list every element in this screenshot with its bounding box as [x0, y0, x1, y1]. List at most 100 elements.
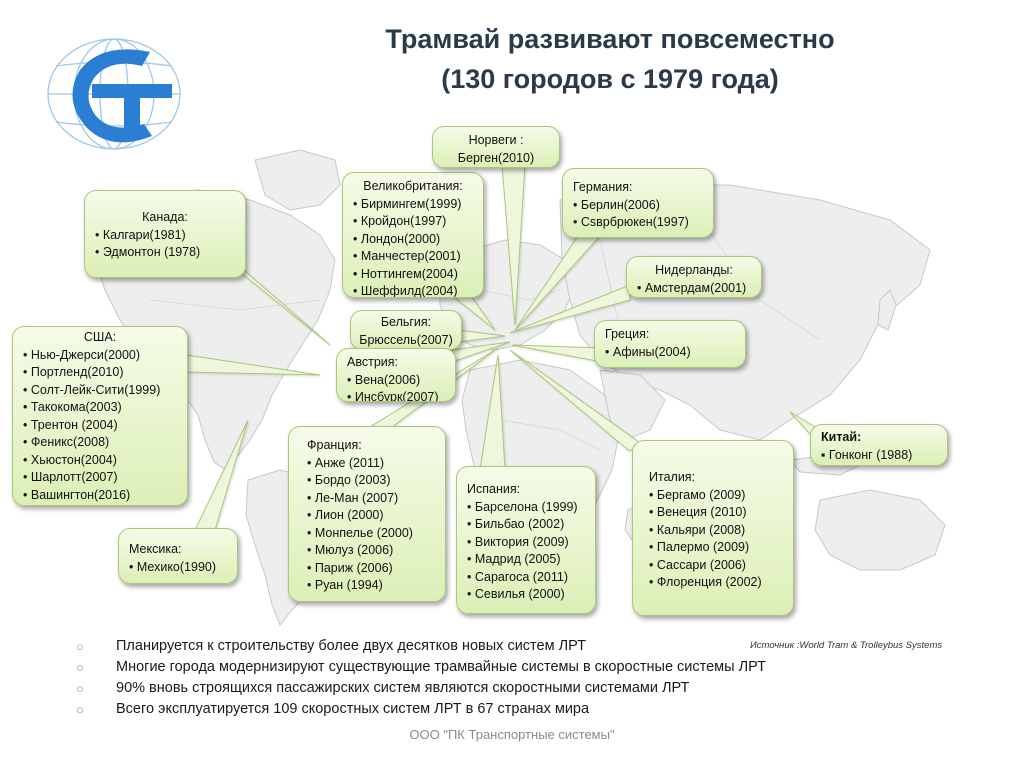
- callout-header: Мексика:: [129, 542, 182, 556]
- company-logo: [47, 38, 181, 150]
- list-item: Анже (2011): [307, 455, 435, 473]
- list-item: Кальяри (2008): [649, 522, 783, 540]
- callout-header: Китай:: [821, 430, 862, 444]
- callout-greece: Греция: Афины(2004): [594, 320, 746, 368]
- callout-header: Греция:: [605, 327, 650, 341]
- list-item: Гонконг (1988): [821, 447, 937, 465]
- list-item: Палермо (2009): [649, 539, 783, 557]
- list-item: Кройдон(1997): [353, 213, 473, 231]
- list-item: Монпелье (2000): [307, 525, 435, 543]
- list-item: Вашингтон(2016): [23, 487, 177, 505]
- bullet-circle-icon: ○: [76, 660, 84, 675]
- list-item: Ле-Ман (2007): [307, 490, 435, 508]
- callout-belgium: Бельгия: Брюссель(2007): [350, 310, 462, 350]
- list-item: Мадрид (2005): [467, 551, 585, 569]
- callout-header: Франция:: [307, 438, 362, 452]
- leader-greece: [511, 344, 603, 363]
- callout-mexico: Мексика: Мехико(1990): [118, 528, 238, 584]
- list-item: Нью-Джерси(2000): [23, 347, 177, 365]
- list-item: Мехико(1990): [129, 559, 227, 577]
- list-item: Сассари (2006): [649, 557, 783, 575]
- callout-header: Великобритания:: [363, 179, 463, 193]
- list-item: Феникс(2008): [23, 434, 177, 452]
- callout-header: США:: [83, 330, 117, 344]
- list-item: Барселона (1999): [467, 499, 585, 517]
- callout-header: Норвеги :: [468, 133, 524, 147]
- callout-header: Испания:: [467, 482, 521, 496]
- leader-lines: [185, 164, 821, 531]
- callout-usa: США: Нью-Джерси(2000) Портленд(2010) Сол…: [12, 326, 188, 506]
- list-item: Лион (2000): [307, 507, 435, 525]
- logo-t-shape: [92, 84, 172, 140]
- list-item: Лондон(2000): [353, 231, 473, 249]
- arabia-shape: [599, 369, 666, 441]
- title-line-1: Трамвай развивают повсеместно: [385, 24, 835, 54]
- list-item: Вена(2006): [347, 372, 445, 390]
- callout-austria: Австрия: Вена(2006) Инсбурк(2007): [336, 348, 456, 402]
- list-item: Шарлотт(2007): [23, 469, 177, 487]
- list-item: Такокома(2003): [23, 399, 177, 417]
- footer-company: ООО "ПК Транспортные системы": [409, 727, 615, 742]
- callout-germany: Германия: Берлин(2006) Сsврбрюкен(1997): [562, 168, 714, 238]
- logo-c-shape: [72, 49, 152, 143]
- list-item: Венеция (2010): [649, 504, 783, 522]
- title-line-2: (130 городов с 1979 года): [441, 64, 779, 94]
- japan-shape: [877, 289, 897, 331]
- bullet-circle-icon: ○: [76, 681, 84, 696]
- list-item: Калгари(1981): [95, 227, 235, 245]
- list-item: Мюлуз (2006): [307, 542, 435, 560]
- list-item: Берлин(2006): [573, 197, 703, 215]
- greenland-shape: [254, 149, 341, 211]
- bullet-text: 90% вновь строящихся пассажирских систем…: [116, 680, 690, 696]
- source-note: Источник :World Tram & Trolleybus System…: [750, 640, 943, 651]
- list-item: Амстердам(2001): [637, 280, 751, 298]
- list-item: Портленд(2010): [23, 364, 177, 382]
- callout-netherlands: Нидерланды: Амстердам(2001): [626, 256, 762, 298]
- callout-item: Брюссель(2007): [359, 332, 453, 347]
- callout-china: Китай: Гонконг (1988): [810, 424, 948, 466]
- list-item: Шеффилд(2004): [353, 283, 473, 297]
- bullet-item: ○ Всего эксплуатируется 109 скоростных си…: [72, 699, 872, 720]
- callout-header: Канада:: [142, 210, 188, 224]
- list-item: Солт-Лейк-Сити(1999): [23, 382, 177, 400]
- list-item: Виктория (2009): [467, 534, 585, 552]
- list-item: Сарагоса (2011): [467, 569, 585, 587]
- list-item: Руан (1994): [307, 577, 435, 595]
- bullet-list: ○ Планируется к строительству более двух …: [72, 636, 872, 720]
- list-item: Париж (2006): [307, 560, 435, 578]
- list-item: Хьюстон(2004): [23, 452, 177, 470]
- callout-norway: Норвеги : Берген(2010): [432, 126, 560, 168]
- callout-canada: Канада: Калгари(1981) Эдмонтон (1978): [84, 190, 246, 278]
- bullet-circle-icon: ○: [76, 639, 84, 654]
- list-item: Трентон (2004): [23, 417, 177, 435]
- list-item: Бергамо (2009): [649, 487, 783, 505]
- callout-uk: Великобритания: Бирмингем(1999) Кройдон(…: [342, 172, 484, 298]
- list-item: Флоренция (2002): [649, 574, 783, 592]
- callout-item: Берген(2010): [457, 150, 535, 165]
- list-item: Сsврбрюкен(1997): [573, 214, 703, 232]
- bullet-text: Многие города модернизируют существующие…: [116, 659, 766, 675]
- callout-header: Нидерланды:: [655, 263, 733, 277]
- list-item: Бордо (2003): [307, 472, 435, 490]
- bullet-item: ○ 90% вновь строящихся пассажирских систе…: [72, 678, 872, 699]
- callout-header: Италия:: [649, 470, 696, 484]
- bullet-text: Всего эксплуатируется 109 скоростных сис…: [116, 701, 590, 717]
- list-item: Бильбао (2002): [467, 516, 585, 534]
- bullet-text: Планируется к строительству более двух д…: [116, 638, 586, 654]
- callout-spain: Испания: Барселона (1999) Бильбао (2002)…: [456, 466, 596, 614]
- bullet-circle-icon: ○: [76, 702, 84, 717]
- bullet-item: ○ Планируется к строительству более двух …: [72, 636, 872, 657]
- list-item: Инсбурк(2007): [347, 389, 445, 401]
- callout-header: Австрия:: [347, 355, 398, 369]
- list-item: Афины(2004): [605, 344, 735, 362]
- asia-shape: [559, 184, 931, 441]
- callout-header: Бельгия:: [380, 315, 432, 329]
- list-item: Севилья (2000): [467, 586, 585, 604]
- australia-shape: [814, 489, 946, 571]
- list-item: Эдмонтон (1978): [95, 244, 235, 262]
- bullet-item: ○ Многие города модернизируют существующи…: [72, 657, 872, 678]
- callout-italy: Италия: Бергамо (2009) Венеция (2010) Ка…: [632, 440, 794, 616]
- list-item: Бирмингем(1999): [353, 196, 473, 214]
- list-item: Ноттингем(2004): [353, 266, 473, 284]
